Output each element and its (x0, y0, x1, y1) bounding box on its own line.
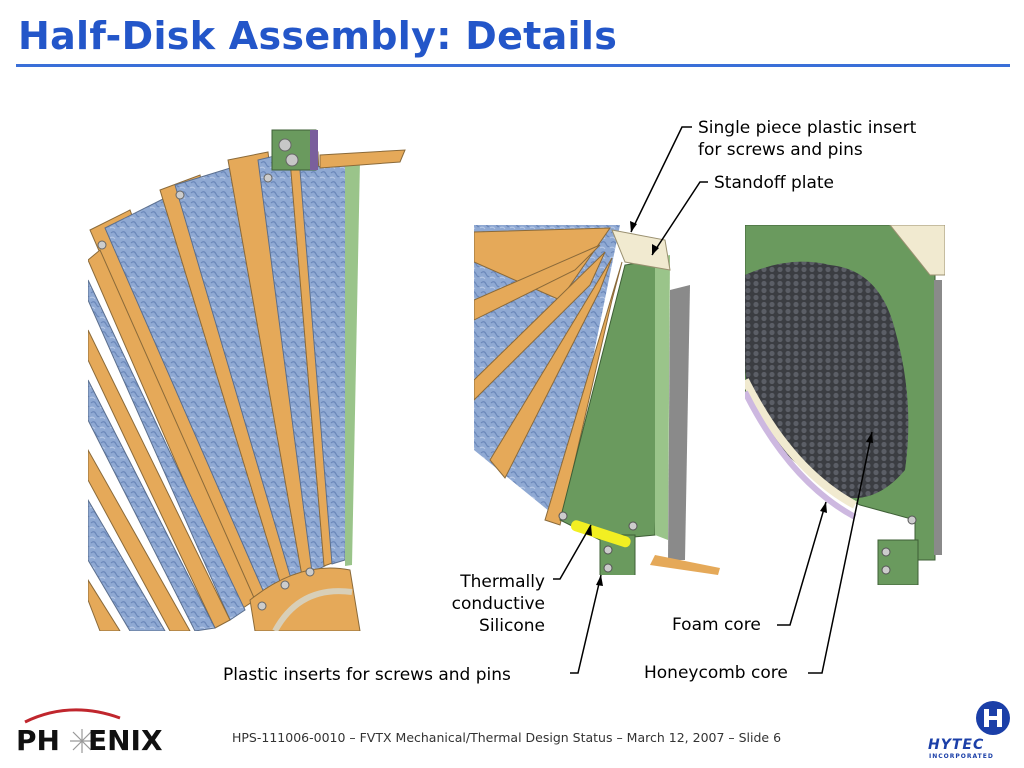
callout-plastic-inserts-screws: Plastic inserts for screws and pins (223, 665, 511, 685)
callout-lines (553, 126, 873, 674)
hytec-logo-text: HYTEC (928, 737, 985, 753)
hytec-logo-icon (976, 701, 1010, 735)
slide-footer: HPS-111006-0010 – FVTX Mechanical/Therma… (232, 730, 782, 745)
slide-title: Half-Disk Assembly: Details (18, 14, 618, 58)
phenix-swoosh (24, 708, 121, 724)
phenix-logo: PH ENIX (16, 724, 163, 757)
callout-line-2: conductive (451, 594, 545, 614)
title-rule (16, 64, 1010, 67)
standoff-closeup-image (474, 225, 724, 575)
callout-foam-core: Foam core (672, 615, 761, 635)
callout-thermally-conductive: Thermally conductive Silicone (440, 571, 545, 637)
callout-line-1: Single piece plastic insert (698, 118, 917, 138)
callout-standoff-plate: Standoff plate (714, 173, 835, 193)
callout-line-1: Thermally (460, 572, 545, 592)
phenix-logo-part2: ENIX (87, 724, 163, 757)
callout-plastic-insert: Single piece plastic insert for screws a… (698, 117, 916, 161)
callout-arrowheads (585, 221, 873, 586)
callout-honeycomb-core: Honeycomb core (644, 663, 788, 683)
half-disk-image (88, 120, 418, 631)
phenix-logo-part1: PH (16, 724, 60, 757)
callout-line-3: Silicone (479, 616, 545, 636)
phenix-star-icon (70, 729, 94, 753)
callout-line-2: for screws and pins (698, 140, 863, 160)
hytec-logo-sub: INCORPORATED (929, 753, 994, 760)
core-cutaway-image (745, 225, 945, 585)
